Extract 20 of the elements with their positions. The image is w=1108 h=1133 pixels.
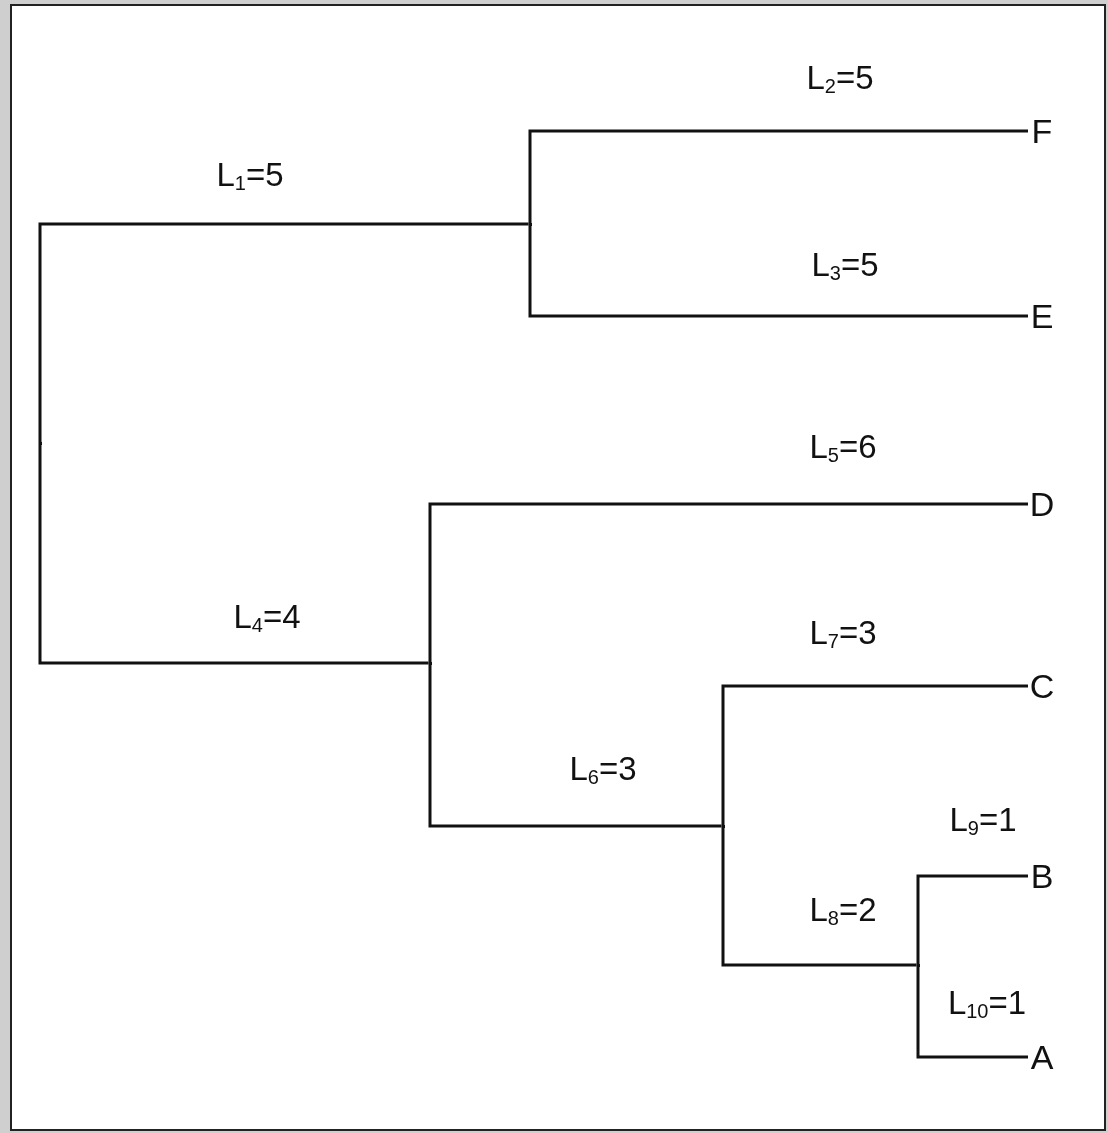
branch-junction <box>528 222 532 226</box>
branch-junction <box>428 661 432 665</box>
tree-branch <box>528 224 1028 318</box>
taxon-label: A <box>1024 1040 1060 1074</box>
tree-branch <box>428 502 1028 663</box>
taxon-label: E <box>1024 299 1060 333</box>
tree-branch <box>721 684 1028 826</box>
tree-branch <box>916 874 1028 965</box>
taxon-label: B <box>1024 859 1060 893</box>
taxon-label: C <box>1024 669 1060 703</box>
tree-branch <box>428 663 722 828</box>
tree-branch <box>721 826 917 967</box>
tree-branch <box>38 222 529 443</box>
branch-junction <box>916 963 920 967</box>
tree-branch <box>916 965 1028 1059</box>
branch-junction <box>721 824 725 828</box>
tree-branch <box>38 443 429 665</box>
taxon-label: D <box>1024 487 1060 521</box>
tree-branch <box>528 129 1028 224</box>
taxon-label: F <box>1024 114 1060 148</box>
